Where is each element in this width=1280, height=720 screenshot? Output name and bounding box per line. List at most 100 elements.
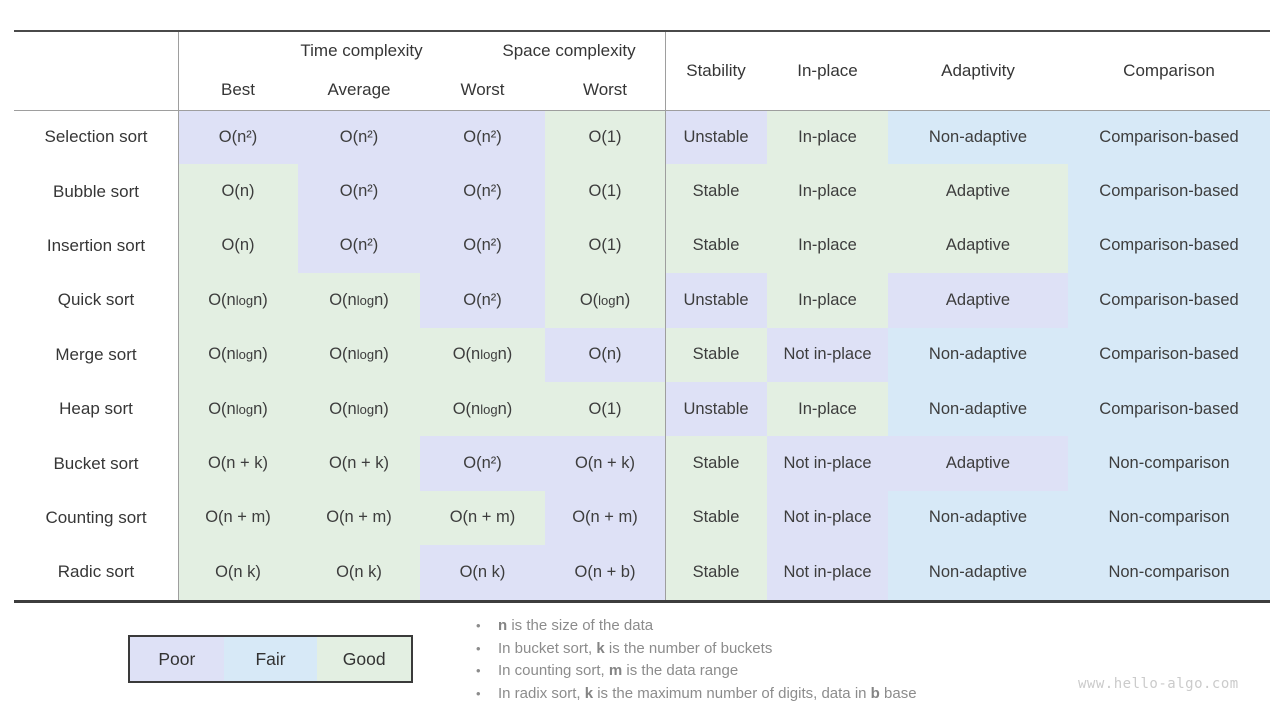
cell-selection-sort-adaptivity: Non-adaptive: [888, 110, 1068, 165]
cell-heap-sort-worst-space: O(1): [545, 381, 665, 437]
footnote-segment: In radix sort,: [498, 684, 585, 702]
cell-selection-sort-worst-time: O(n²): [420, 110, 545, 165]
cell-selection-sort-best: O(n²): [178, 110, 298, 165]
log-text: log: [356, 292, 375, 308]
footnote-segment: is the data range: [622, 662, 739, 680]
cell-bucket-sort-worst-time: O(n²): [420, 436, 545, 491]
bullet-icon: •: [476, 685, 481, 701]
cell-bubble-sort-in-place: In-place: [767, 164, 888, 219]
footnote-2: •In bucket sort, k is the number of buck…: [476, 638, 917, 661]
cell-counting-sort-worst-space: O(n + m): [545, 490, 665, 546]
cell-bubble-sort-comparison: Comparison-based: [1068, 164, 1270, 219]
cell-heap-sort-adaptivity: Non-adaptive: [888, 381, 1068, 437]
log-text: log: [480, 401, 498, 417]
cell-selection-sort-in-place: In-place: [767, 110, 888, 165]
cell-quick-sort-best: O(n log n): [178, 273, 298, 328]
cell-counting-sort-comparison: Non-comparison: [1068, 490, 1270, 546]
log-text: log: [356, 347, 375, 363]
row-label-merge-sort: Merge sort: [55, 344, 137, 364]
cell-heap-sort-best: O(n log n): [178, 381, 298, 437]
row-label-radic-sort: Radic sort: [57, 562, 135, 582]
sub-header-average-1: Average: [327, 80, 391, 99]
row-label-heap-sort: Heap sort: [59, 399, 133, 419]
cell-heap-sort-in-place: In-place: [767, 381, 888, 437]
cell-bucket-sort-adaptivity: Adaptive: [888, 436, 1068, 491]
cell-bubble-sort-stability: Stable: [665, 164, 767, 219]
cell-counting-sort-best: O(n + m): [178, 490, 298, 546]
cell-merge-sort-comparison: Comparison-based: [1068, 327, 1270, 382]
cell-bubble-sort-worst-space: O(1): [545, 164, 665, 219]
cell-bucket-sort-stability: Stable: [665, 436, 767, 491]
cell-quick-sort-in-place: In-place: [767, 273, 888, 328]
cell-quick-sort-worst-time: O(n²): [420, 273, 545, 328]
row-label-bubble-sort: Bubble sort: [53, 181, 139, 201]
footnote-segment: is the size of the data: [507, 617, 654, 634]
cell-bucket-sort-average: O(n + k): [298, 436, 420, 491]
variable-symbol: m: [608, 662, 623, 680]
cell-quick-sort-worst-space: O(log n): [545, 273, 665, 328]
variable-symbol: k: [584, 684, 594, 702]
footnote-4: •In radix sort, k is the maximum number …: [476, 683, 917, 706]
cell-insertion-sort-stability: Stable: [665, 218, 767, 274]
cell-quick-sort-comparison: Comparison-based: [1068, 273, 1270, 328]
attr-header-stability: Stability: [686, 61, 746, 80]
cell-heap-sort-stability: Unstable: [665, 381, 767, 437]
cell-insertion-sort-adaptivity: Adaptive: [888, 218, 1068, 274]
group-header-space-complexity: Space complexity: [502, 41, 636, 60]
cell-heap-sort-average: O(n log n): [298, 381, 420, 437]
footnote-segment: In counting sort,: [498, 662, 609, 680]
footnotes: • n is the size of the data •In bucket sor…: [476, 615, 917, 705]
cell-insertion-sort-worst-time: O(n²): [420, 218, 545, 274]
sub-header-best-0: Best: [220, 80, 256, 99]
log-text: log: [235, 401, 254, 417]
cell-merge-sort-stability: Stable: [665, 327, 767, 382]
label-column-divider: [178, 32, 179, 600]
row-label-quick-sort: Quick sort: [57, 290, 135, 310]
cell-quick-sort-stability: Unstable: [665, 273, 767, 328]
cell-insertion-sort-in-place: In-place: [767, 218, 888, 274]
row-label-bucket-sort: Bucket sort: [53, 453, 139, 473]
cell-radic-sort-worst-time: O(n k): [420, 545, 545, 600]
cell-counting-sort-in-place: Not in-place: [767, 490, 888, 546]
footnote-segment: is the number of buckets: [604, 639, 773, 657]
row-label-selection-sort: Selection sort: [44, 127, 148, 147]
row-label-counting-sort: Counting sort: [45, 507, 147, 527]
cell-bubble-sort-worst-time: O(n²): [420, 164, 545, 219]
log-text: log: [480, 347, 498, 363]
cell-merge-sort-average: O(n log n): [298, 327, 420, 382]
cell-merge-sort-adaptivity: Non-adaptive: [888, 327, 1068, 382]
cell-selection-sort-comparison: Comparison-based: [1068, 110, 1270, 165]
cell-heap-sort-comparison: Comparison-based: [1068, 381, 1270, 437]
cell-counting-sort-average: O(n + m): [298, 490, 420, 546]
cell-heap-sort-worst-time: O(n log n): [420, 381, 545, 437]
log-text: log: [598, 292, 616, 308]
cell-bucket-sort-in-place: Not in-place: [767, 436, 888, 491]
cell-insertion-sort-best: O(n): [178, 218, 298, 274]
cell-merge-sort-best: O(n log n): [178, 327, 298, 382]
legend-item-fair: Fair: [223, 637, 318, 681]
cell-merge-sort-in-place: Not in-place: [767, 327, 888, 382]
cell-counting-sort-adaptivity: Non-adaptive: [888, 490, 1068, 546]
cell-counting-sort-worst-time: O(n + m): [420, 490, 545, 546]
sub-header-worst-3: Worst: [582, 80, 628, 99]
footnote-segment: base: [879, 684, 917, 702]
variable-symbol: b: [870, 684, 880, 702]
bullet-icon: •: [476, 618, 481, 633]
cell-insertion-sort-comparison: Comparison-based: [1068, 218, 1270, 274]
watermark: www.hello-algo.com: [1078, 676, 1239, 692]
log-text: log: [235, 347, 254, 363]
cell-insertion-sort-worst-space: O(1): [545, 218, 665, 274]
row-label-insertion-sort: Insertion sort: [46, 235, 146, 255]
cell-bubble-sort-best: O(n): [178, 164, 298, 219]
variable-symbol: n: [498, 617, 508, 634]
header-corner-cell: [14, 32, 178, 110]
cell-selection-sort-worst-space: O(1): [545, 110, 665, 165]
sub-header-worst-2: Worst: [460, 80, 505, 99]
group-header-time-complexity: Time complexity: [300, 41, 423, 60]
footnote-3: •In counting sort, m is the data range: [476, 660, 917, 683]
log-text: log: [356, 401, 375, 417]
footnote-text: In counting sort, m is the data range: [498, 660, 738, 683]
